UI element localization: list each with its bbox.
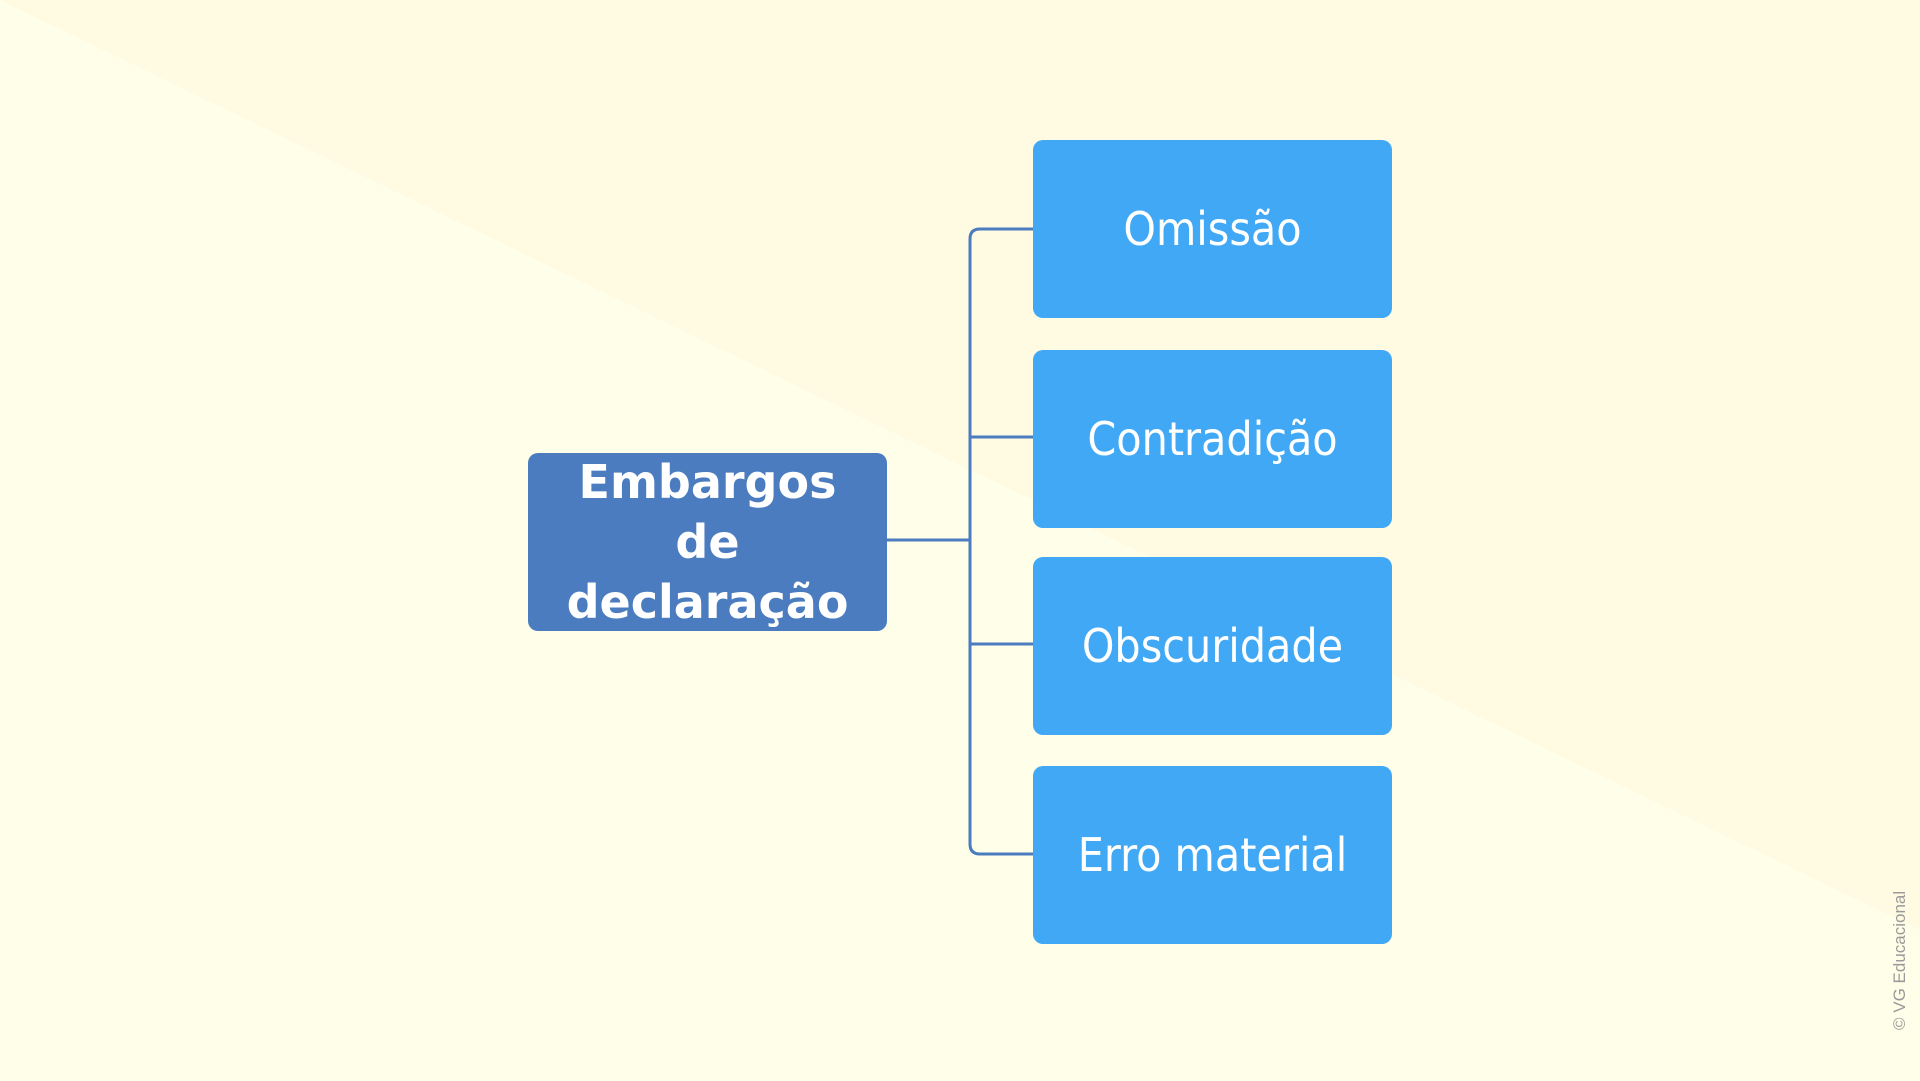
- child-node-label: Contradição: [1087, 412, 1338, 466]
- child-node-omissao: Omissão: [1033, 140, 1392, 318]
- root-node-label-line1: Embargos de: [578, 455, 837, 569]
- root-node-label-line2: declaração: [566, 575, 849, 629]
- child-node-contradicao: Contradição: [1033, 350, 1392, 528]
- child-node-label: Omissão: [1123, 202, 1302, 256]
- connector-trunk: [968, 227, 1033, 856]
- child-node-erro-material: Erro material: [1033, 766, 1392, 944]
- child-node-label: Erro material: [1077, 828, 1348, 882]
- child-node-obscuridade: Obscuridade: [1033, 557, 1392, 735]
- copyright-watermark: © VG Educacional: [1890, 890, 1909, 1030]
- root-node-embargos-de-declaracao: Embargos de declaração: [528, 453, 887, 631]
- root-node-label: Embargos de declaração: [548, 452, 867, 632]
- child-node-label: Obscuridade: [1081, 619, 1344, 673]
